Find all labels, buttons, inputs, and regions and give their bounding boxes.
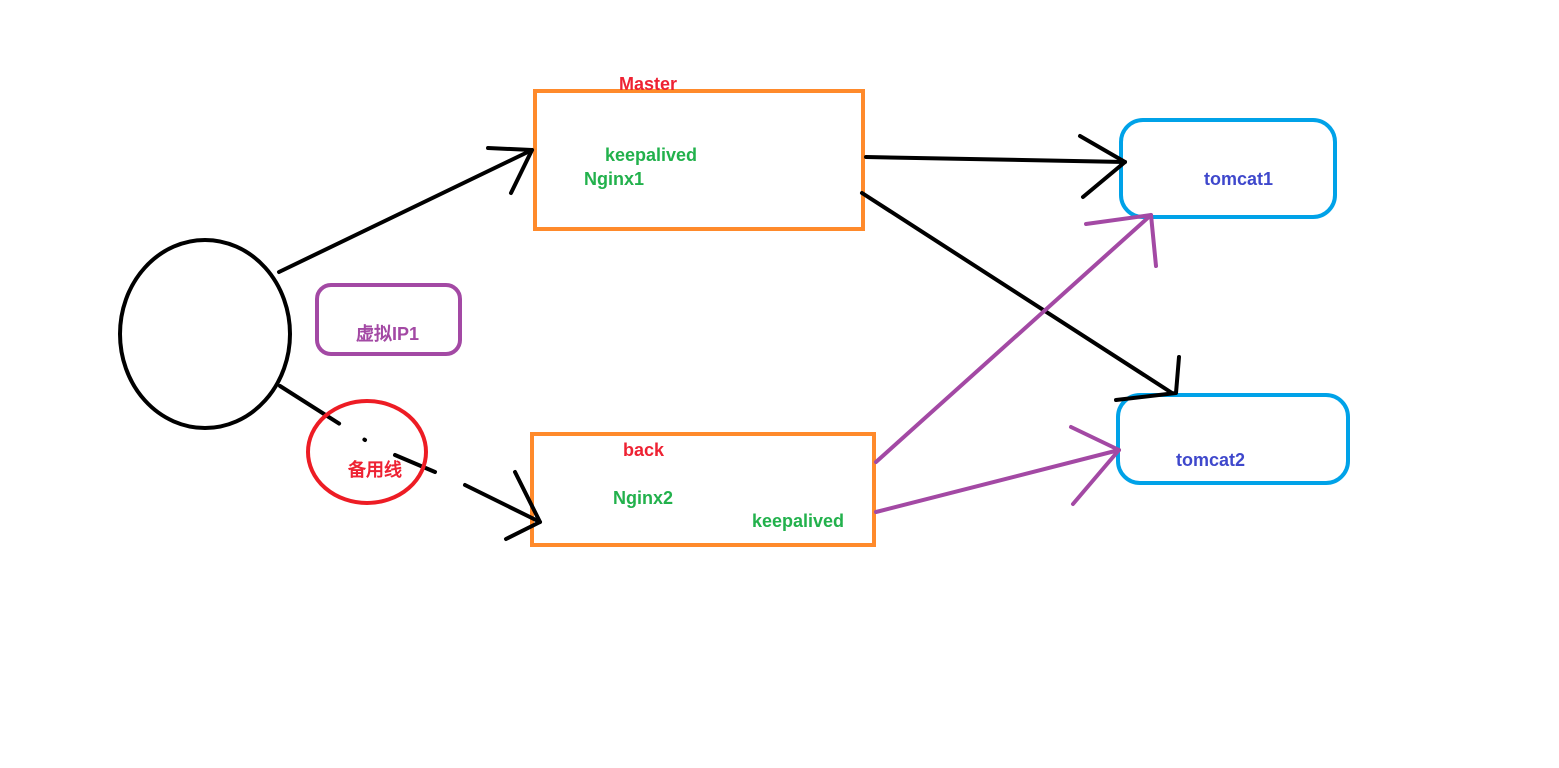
virtual-ip-label: 虚拟IP1: [356, 323, 419, 344]
backup-role-label: back: [623, 440, 665, 460]
client-node: [118, 238, 292, 430]
arrow-backup-to-tomcat1: [874, 213, 1158, 464]
backup-nginx-label: Nginx2: [613, 488, 673, 508]
arrow-master-to-tomcat2: [860, 191, 1181, 402]
backup-line-label: 备用线: [347, 459, 402, 480]
backup-line-marker: [306, 399, 428, 505]
tomcat2-label: tomcat2: [1176, 450, 1245, 470]
tomcat1-box: [1119, 118, 1337, 219]
master-role-label: Master: [619, 74, 677, 94]
backup-box: [530, 432, 876, 547]
arrow-backup-to-tomcat2: [874, 425, 1121, 514]
master-box: [533, 89, 865, 231]
tomcat2-box: [1116, 393, 1350, 485]
master-nginx-label: Nginx1: [584, 169, 644, 189]
arrow-client-to-backup-dashed: [278, 384, 542, 541]
backup-keepalived-label: keepalived: [752, 511, 844, 531]
virtual-ip-box: [315, 283, 462, 356]
tomcat1-label: tomcat1: [1204, 169, 1273, 189]
arrow-master-to-tomcat1: [864, 134, 1127, 199]
master-keepalived-label: keepalived: [605, 145, 697, 165]
arrow-client-to-master: [277, 146, 534, 274]
